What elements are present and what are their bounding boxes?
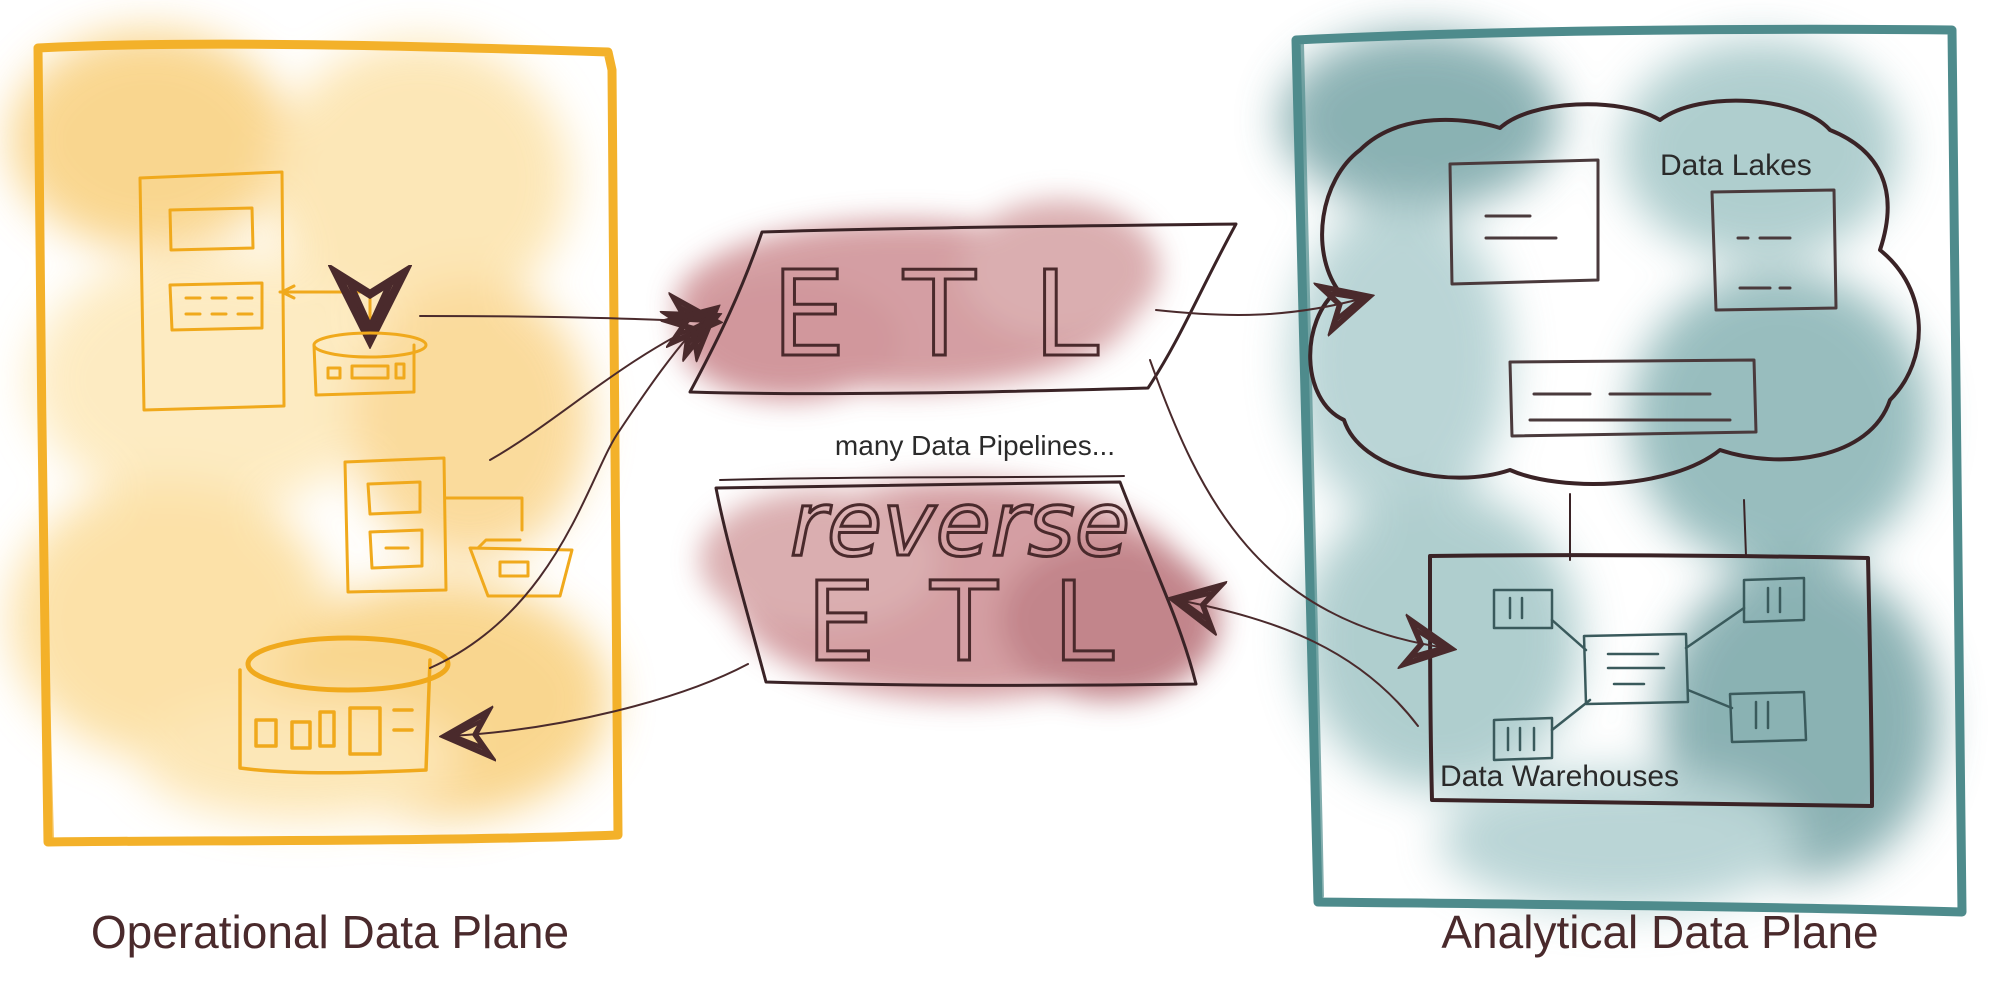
etl-wash — [675, 200, 1160, 400]
app-screen-icon — [138, 170, 370, 412]
etl-shape — [688, 222, 1238, 396]
lake-storage-icon — [1710, 188, 1838, 312]
analytical-plane: Data Lakes Data Warehouses — [1280, 24, 1967, 958]
star-schema-icon — [1492, 576, 1808, 762]
analytical-plane-caption: Analytical Data Plane — [1441, 906, 1878, 958]
reverse-etl-shape — [714, 480, 1198, 687]
operational-plane: Operational Data Plane — [10, 30, 623, 958]
lake-storage-icon — [1508, 358, 1758, 438]
etl-label: E T L — [771, 245, 1108, 383]
flow-arrow — [429, 312, 712, 669]
flow-arrow — [1178, 600, 1419, 727]
large-database-icon — [238, 635, 451, 775]
data-flow-arrows — [419, 298, 1446, 736]
folder-icon — [468, 538, 574, 598]
lake-storage-icon — [1448, 158, 1600, 286]
data-lakes-label: Data Lakes — [1660, 149, 1812, 182]
operational-wash — [10, 30, 610, 820]
data-warehouse-box — [1428, 553, 1874, 808]
operational-plane-caption: Operational Data Plane — [91, 906, 569, 958]
flow-arrow — [450, 663, 749, 736]
pipelines: E T L many Data Pipelines... reverse E T… — [675, 200, 1238, 700]
reverse-etl-label: E T L — [806, 558, 1124, 686]
reverse-etl-wash — [700, 480, 1220, 700]
flow-arrow — [1155, 298, 1364, 315]
data-lake-cloud — [1308, 98, 1921, 486]
flow-arrow — [1149, 359, 1446, 648]
data-warehouses-label: Data Warehouses — [1440, 760, 1679, 793]
analytical-wash — [1280, 30, 1940, 910]
reverse-label: reverse — [790, 472, 1130, 577]
database-icon — [312, 331, 428, 397]
analytical-frame — [1291, 24, 1967, 917]
pipelines-caption: many Data Pipelines... — [835, 430, 1115, 461]
app-screen-icon — [343, 456, 524, 594]
